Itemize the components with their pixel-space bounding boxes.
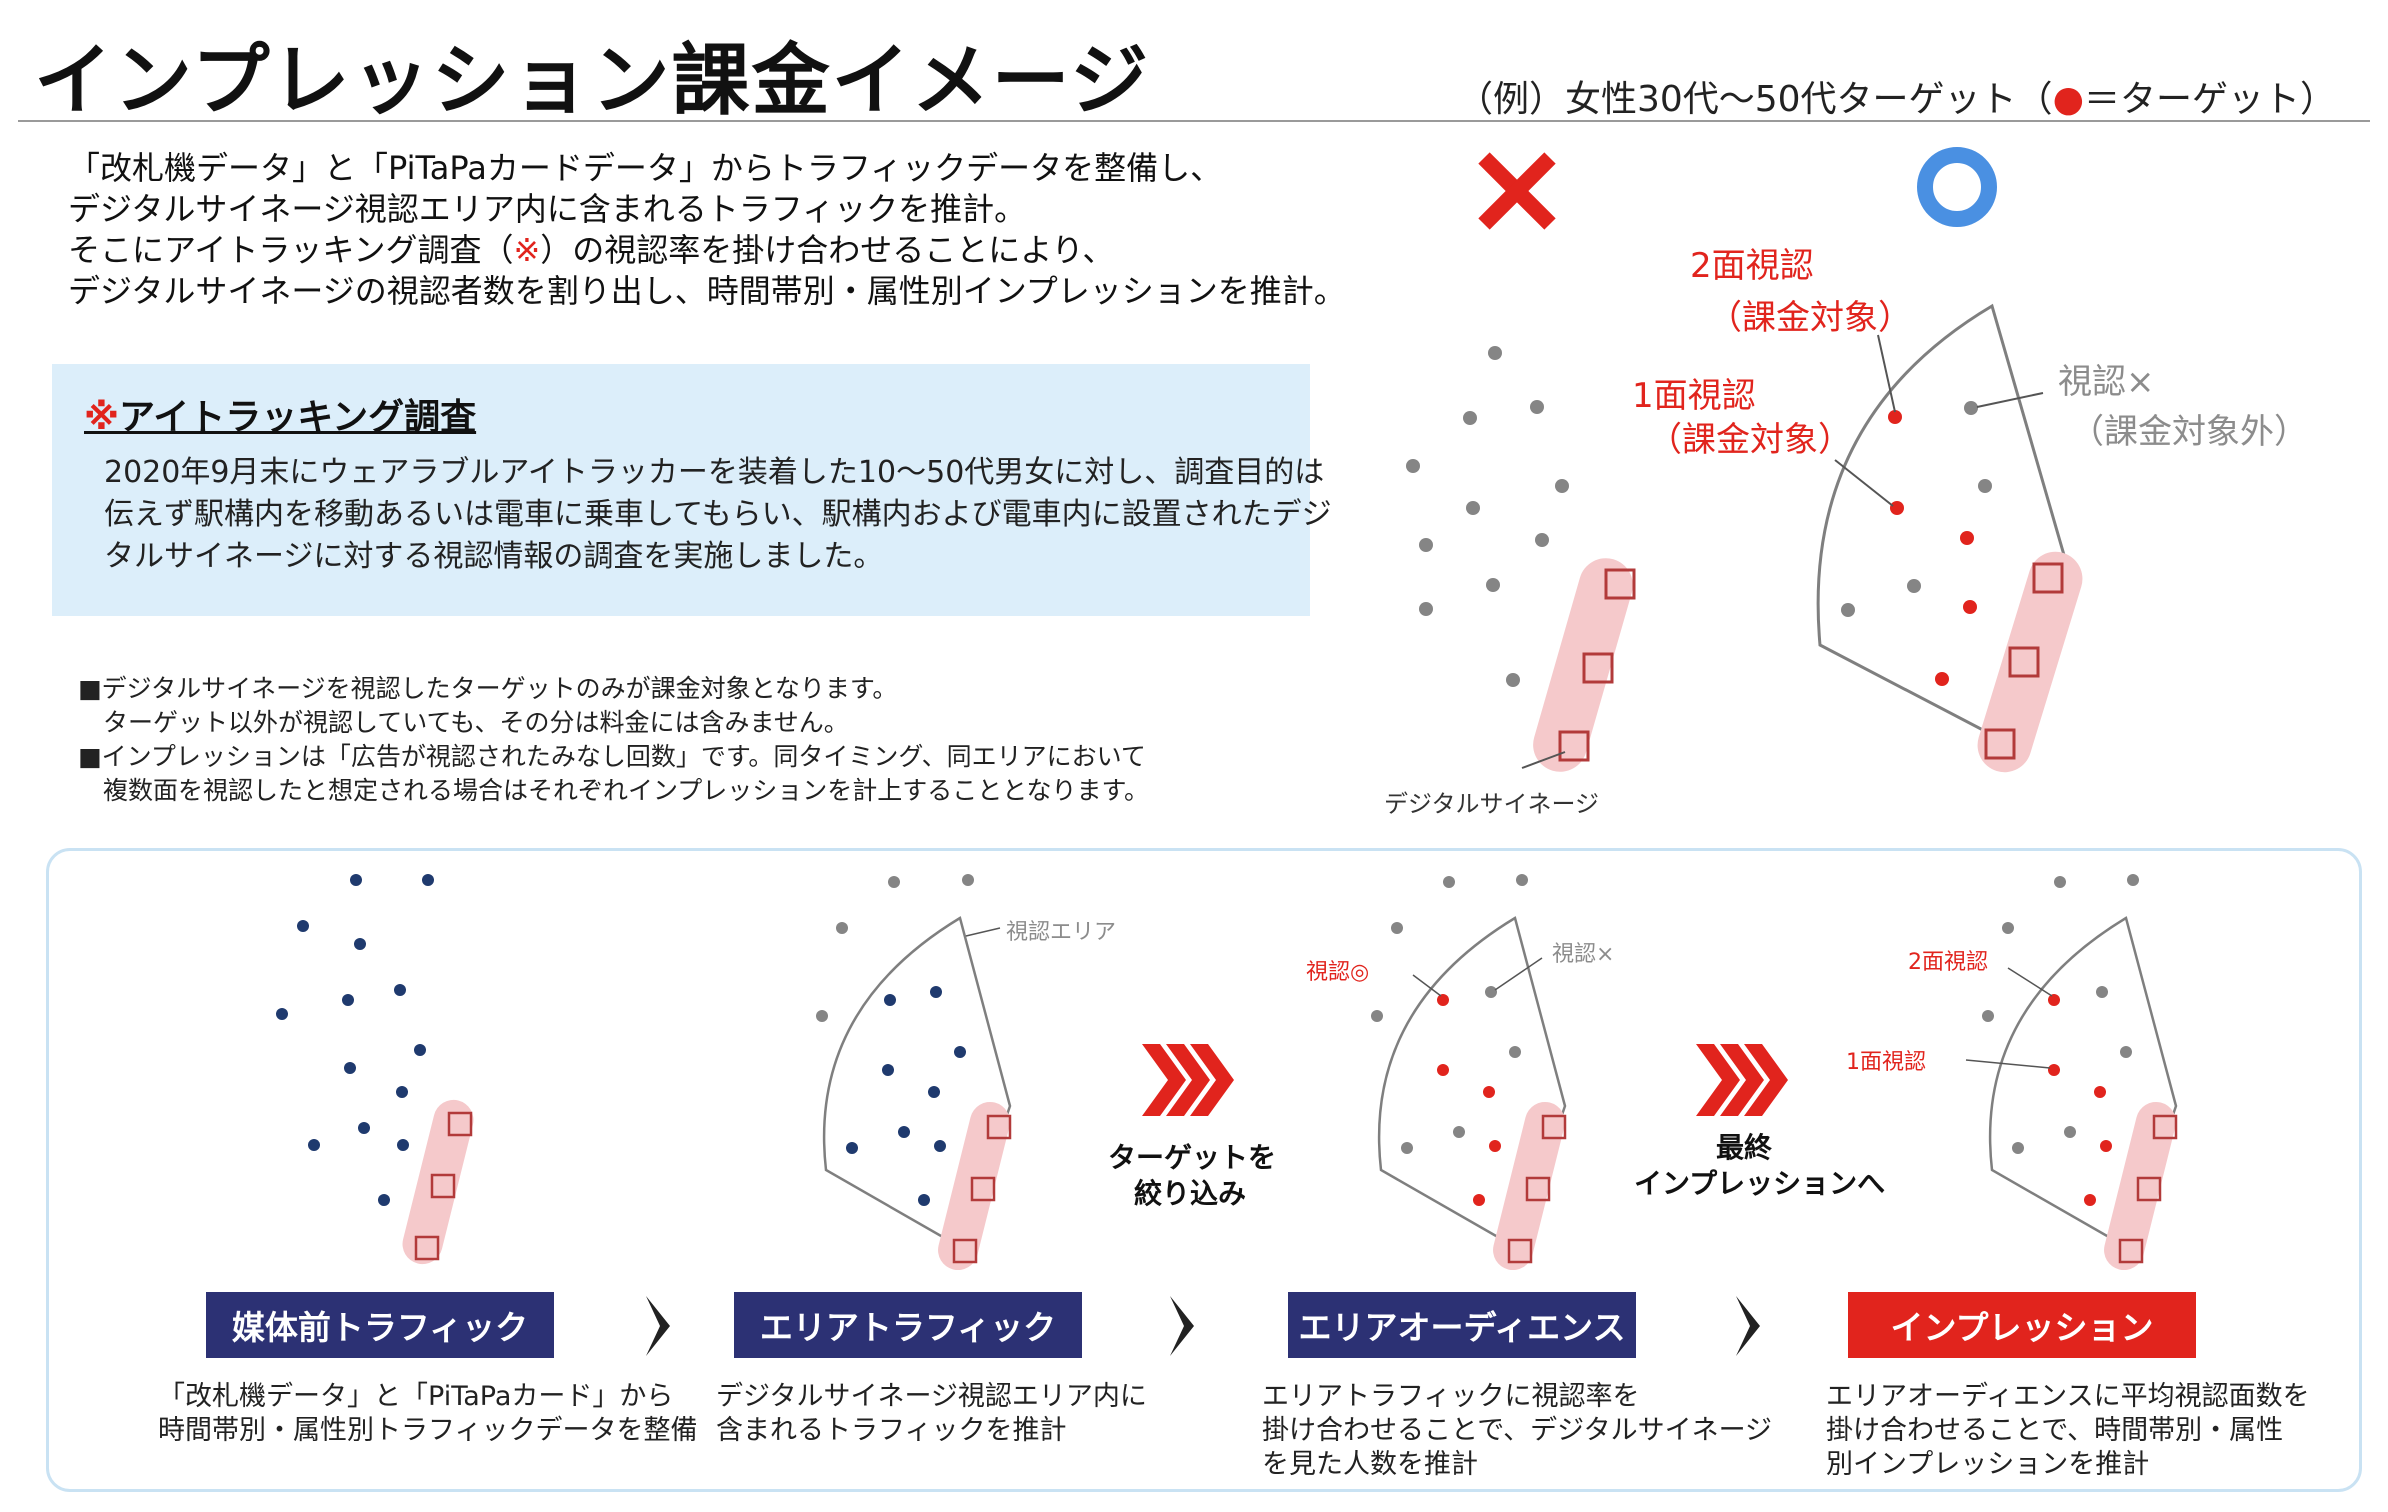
desc-line: 掛け合わせることで、時間帯別・属性 [1826,1415,2284,1446]
stage-desc: エリアトラフィックに視認率を 掛け合わせることで、デジタルサイネージ を見た人数… [1262,1380,1772,1482]
intro-text: 「改札機データ」と「PiTaPaカードデータ」からトラフィックデータを整備し、 … [68,148,1346,312]
not-seen-label: 視認× [1552,942,1615,967]
area-label: 視認エリア [1006,920,1117,945]
billing-notes: ■デジタルサイネージを視認したターゲットのみが課金対象となります。 ターゲット以… [78,672,1149,808]
intro-line: デジタルサイネージ視認エリア内に含まれるトラフィックを推計。 [68,190,1027,228]
intro-line: そこにアイトラッキング調査（※）の視認率を掛け合わせることにより、 [68,230,1346,271]
two-face-label: 2面視認 [1690,240,1814,292]
stage-desc: 「改札機データ」と「PiTaPaカード」から 時間帯別・属性別トラフィックデータ… [158,1380,697,1448]
cross-icon [1478,152,1556,230]
stage-title-area-audience: エリアオーディエンス [1288,1292,1636,1358]
transition-line: ターゲットを [1108,1141,1277,1174]
desc-line: エリアトラフィックに視認率を [1262,1381,1640,1412]
label-line: 2面視認 [1690,246,1814,286]
title-divider [18,120,2370,122]
eyetracking-line: 2020年9月末にウェアラブルアイトラッカーを装着した10～50代男女に対し、調… [104,455,1325,490]
note-mark: ※ [513,231,541,269]
one-face-small-label: 1面視認 [1846,1050,1926,1075]
transition-line: 最終 [1715,1131,1772,1164]
page-title: インプレッション課金イメージ [34,36,1151,126]
note-line: ■インプレッションは「広告が視認されたみなし回数」です。同タイミング、同エリアに… [78,742,1146,771]
not-counted-label: 視認× [2058,362,2155,402]
one-face-billing: （課金対象） [1648,420,1852,460]
desc-line: 別インプレッションを推計 [1826,1449,2150,1480]
not-counted-billing: （課金対象外） [2070,412,2308,452]
example-with-area [1816,303,2083,773]
one-face-label: 1面視認 [1632,376,1756,416]
target-legend: （例）女性30代～50代ターゲット（●＝ターゲット） [1457,70,2336,122]
stage-title-pre-media-traffic: 媒体前トラフィック [206,1292,554,1358]
final-label: 最終 インプレッションへ [1634,1130,1886,1202]
example-no-area [1406,346,1636,772]
stage-title-area-traffic: エリアトラフィック [734,1292,1082,1358]
desc-line: 「改札機データ」と「PiTaPaカード」から [158,1381,674,1412]
note-line: ■デジタルサイネージを視認したターゲットのみが課金対象となります。 [78,674,898,703]
note-line: 複数面を視認したと想定される場合はそれぞれインプレッションを計上することとなりま… [78,776,1150,805]
eyetracking-line: 伝えず駅構内を移動あるいは電車に乗車してもらい、駅構内および電車内に設置されたデ… [104,497,1332,532]
stage-desc: デジタルサイネージ視認エリア内に 含まれるトラフィックを推計 [716,1380,1147,1448]
desc-line: 時間帯別・属性別トラフィックデータを整備 [158,1415,698,1446]
two-face-billing: （課金対象） [1708,298,1912,338]
desc-line: エリアオーディエンスに平均視認面数を [1826,1381,2310,1412]
legend-suffix: ＝ターゲット） [2083,79,2336,120]
transition-line: インプレッションへ [1634,1167,1886,1200]
stage-desc: エリアオーディエンスに平均視認面数を 掛け合わせることで、時間帯別・属性 別イン… [1826,1380,2310,1482]
desc-line: デジタルサイネージ視認エリア内に [716,1381,1147,1412]
desc-line: 含まれるトラフィックを推計 [716,1415,1067,1446]
eyetracking-title: ※アイトラッキング調査 [84,388,476,440]
circle-icon [1917,147,1997,227]
seen-label: 視認◎ [1306,960,1370,985]
target-dot-icon: ● [2052,79,2084,120]
intro-text-part: そこにアイトラッキング調査（ [68,231,514,269]
eyetracking-line: タルサイネージに対する視認情報の調査を実施しました。 [104,539,884,574]
eyetracking-box [52,364,1310,616]
eyetracking-title-text: アイトラッキング調査 [119,397,477,438]
note-line: ターゲット以外が視認していても、その分は料金には含みません。 [78,708,849,737]
two-face-small-label: 2面視認 [1908,950,1988,975]
intro-line: デジタルサイネージの視認者数を割り出し、時間帯別・属性別インプレッションを推計。 [68,272,1346,310]
signage-label: デジタルサイネージ [1384,790,1600,818]
note-mark: ※ [84,397,119,438]
transition-line: 絞り込み [1133,1177,1246,1210]
desc-line: 掛け合わせることで、デジタルサイネージ [1262,1415,1773,1446]
desc-line: を見た人数を推計 [1262,1449,1478,1480]
process-panel [46,848,2362,1492]
eyetracking-body: 2020年9月末にウェアラブルアイトラッカーを装着した10～50代男女に対し、調… [104,452,1332,578]
stage-title-impression: インプレッション [1848,1292,2196,1358]
legend-prefix: （例）女性30代～50代ターゲット（ [1456,79,2053,120]
intro-line: 「改札機データ」と「PiTaPaカードデータ」からトラフィックデータを整備し、 [68,149,1223,187]
narrow-down-label: ターゲットを 絞り込み [1108,1140,1277,1212]
intro-text-part: ）の視認率を掛け合わせることにより、 [540,231,1115,269]
